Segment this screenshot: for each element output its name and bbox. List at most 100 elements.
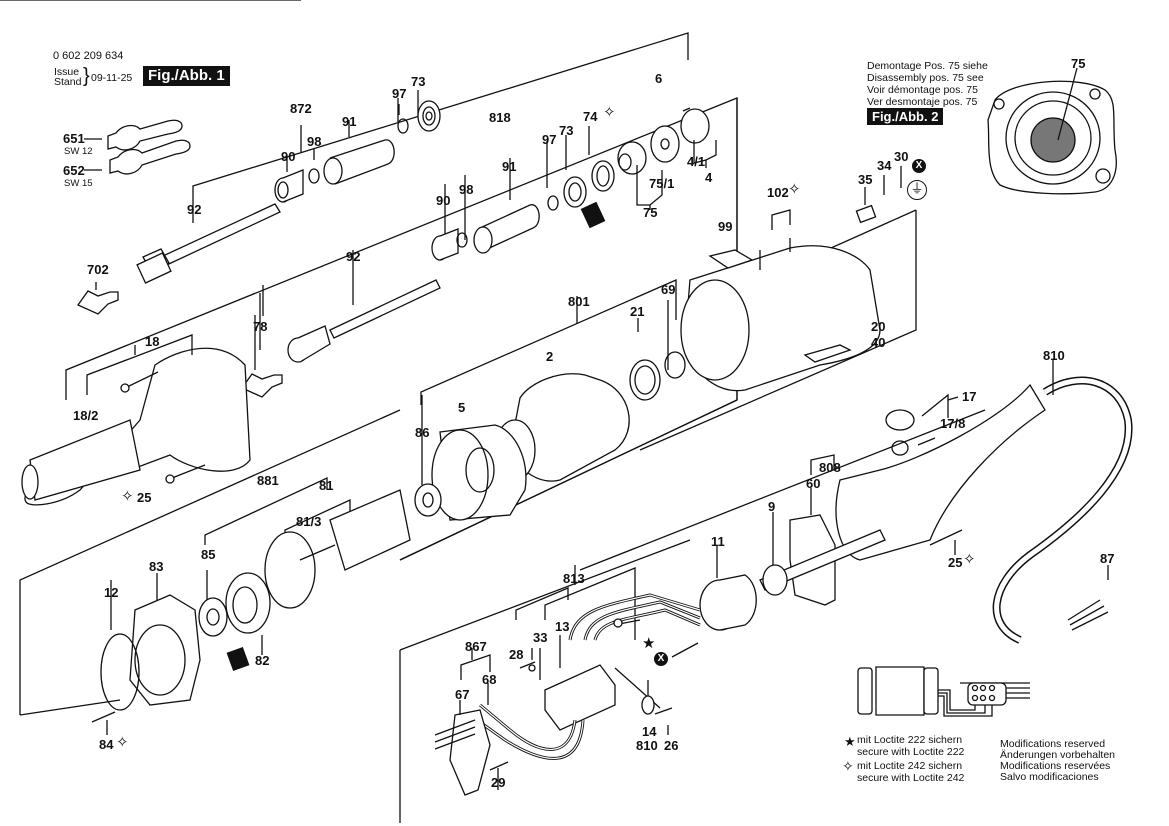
callout-2: 2 — [546, 349, 554, 364]
callout-90: 90 — [281, 149, 296, 164]
legend-diamond-line-2: secure with Loctite 242 — [857, 772, 965, 784]
issue-label: Issue — [54, 66, 80, 78]
callout-91: 91 — [342, 114, 357, 129]
callout-81: 81 — [319, 478, 334, 493]
callout-881: 881 — [257, 473, 279, 488]
callout-35: 35 — [858, 172, 873, 187]
callout-81-3: 81/3 — [296, 514, 322, 529]
callout-5: 5 — [458, 400, 466, 415]
callout-98: 98 — [307, 134, 322, 149]
callout-808: 808 — [819, 460, 841, 475]
callout-92b: 92 — [346, 249, 361, 264]
legend-diamond-line-1: mit Loctite 242 sichern — [857, 760, 963, 772]
loctite-242-marker: ✧ — [603, 104, 616, 121]
callout-85: 85 — [201, 547, 216, 562]
callout-73b: 73 — [559, 123, 574, 138]
callout-652: 652 — [63, 163, 85, 178]
modifications-line-2: Änderungen vorbehalten — [1000, 749, 1116, 761]
callout-813: 813 — [563, 571, 585, 586]
handle-and-cable — [400, 360, 1129, 650]
callout-98b: 98 — [459, 182, 474, 197]
spindle-assembly-818 — [22, 98, 737, 560]
wrench-size-sw15: SW 15 — [64, 178, 93, 189]
callout-68: 68 — [482, 672, 497, 687]
callout-867: 867 — [465, 639, 487, 654]
callout-17: 17 — [962, 389, 977, 404]
callout-97: 97 — [392, 86, 407, 101]
callout-87: 87 — [1100, 551, 1115, 566]
callout-74: 74 — [583, 109, 598, 124]
callout-69: 69 — [661, 282, 676, 297]
callout-75-1: 75/1 — [649, 176, 675, 191]
fig2-note-3: Voir démontage pos. 75 — [867, 84, 978, 96]
wiring-schematic — [858, 667, 1030, 716]
spindle-assembly-872 — [0, 0, 688, 283]
callout-14: 14 — [642, 724, 657, 739]
callout-12: 12 — [104, 585, 119, 600]
callout-818: 818 — [489, 110, 511, 125]
callout-810b: 810 — [636, 738, 658, 753]
modifications-line-4: Salvo modificaciones — [1000, 771, 1099, 783]
callout-86: 86 — [415, 425, 430, 440]
fig2-note-4: Ver desmontaje pos. 75 — [867, 96, 978, 108]
loctite-242-marker-25b: ✧ — [963, 551, 976, 568]
modifications-line-3: Modifications reservées — [1000, 760, 1111, 772]
callout-75: 75 — [643, 205, 658, 220]
callout-67: 67 — [455, 687, 470, 702]
callout-97b: 97 — [542, 132, 557, 147]
wiring-assembly-813 — [400, 565, 700, 823]
callout-4-1: 4/1 — [687, 154, 706, 169]
armature-assembly-881 — [20, 410, 410, 735]
x-marker-icon: X — [912, 159, 926, 173]
callout-83: 83 — [149, 559, 164, 574]
callout-702: 702 — [87, 262, 109, 277]
fig2-callout-75: 75 — [1071, 56, 1086, 71]
x-marker-icon-wiring: X — [654, 652, 668, 666]
diamond-icon: ✧ — [842, 758, 854, 774]
loctite-242-marker-84: ✧ — [116, 734, 129, 751]
callout-4: 4 — [705, 170, 713, 185]
callout-810: 810 — [1043, 348, 1065, 363]
callout-872: 872 — [290, 101, 312, 116]
callout-25a: 25 — [137, 490, 152, 505]
motor-housing — [400, 98, 916, 560]
fig2-note-2: Disassembly pos. 75 see — [867, 72, 984, 84]
callout-78: 78 — [253, 319, 268, 334]
ground-icon: ⏚ — [907, 180, 927, 200]
callout-651: 651 — [63, 131, 85, 146]
part-number: 0 602 209 634 — [53, 50, 124, 62]
loctite-242-marker-25a: ✧ — [121, 488, 134, 505]
callout-20: 20 — [871, 319, 886, 334]
callout-21: 21 — [630, 304, 645, 319]
callout-25b: 25 — [948, 555, 963, 570]
callout-18-2: 18/2 — [73, 408, 99, 423]
figure-1-label: Fig./Abb. 1 — [143, 66, 230, 86]
modifications-line-1: Modifications reserved — [1000, 738, 1106, 750]
callout-30: 30 — [894, 149, 909, 164]
callout-6: 6 — [655, 71, 663, 86]
callout-801: 801 — [568, 294, 590, 309]
wrench-size-sw12: SW 12 — [64, 146, 93, 157]
callout-92: 92 — [187, 202, 202, 217]
loctite-222-marker: ★ — [642, 635, 656, 652]
callout-40: 40 — [871, 335, 886, 350]
callout-90b: 90 — [436, 193, 451, 208]
callout-91b: 91 — [502, 159, 517, 174]
fig2-note-1: Demontage Pos. 75 siehe — [867, 60, 988, 72]
loctite-242-marker-102: ✧ — [788, 181, 801, 198]
callout-99: 99 — [718, 219, 733, 234]
callout-33: 33 — [533, 630, 548, 645]
callout-84: 84 — [99, 737, 114, 752]
callout-17-8: 17/8 — [940, 416, 966, 431]
figure-2-label: Fig./Abb. 2 — [867, 108, 944, 125]
stand-label: Stand — [54, 76, 82, 88]
callout-34: 34 — [877, 158, 892, 173]
issue-date: 09-11-25 — [91, 72, 133, 84]
callout-82: 82 — [255, 653, 270, 668]
legend-star-line-1: mit Loctite 222 sichern — [857, 734, 963, 746]
callout-11: 11 — [711, 534, 725, 549]
callout-60: 60 — [806, 476, 821, 491]
callout-102: 102 — [767, 185, 789, 200]
callout-18: 18 — [145, 334, 160, 349]
